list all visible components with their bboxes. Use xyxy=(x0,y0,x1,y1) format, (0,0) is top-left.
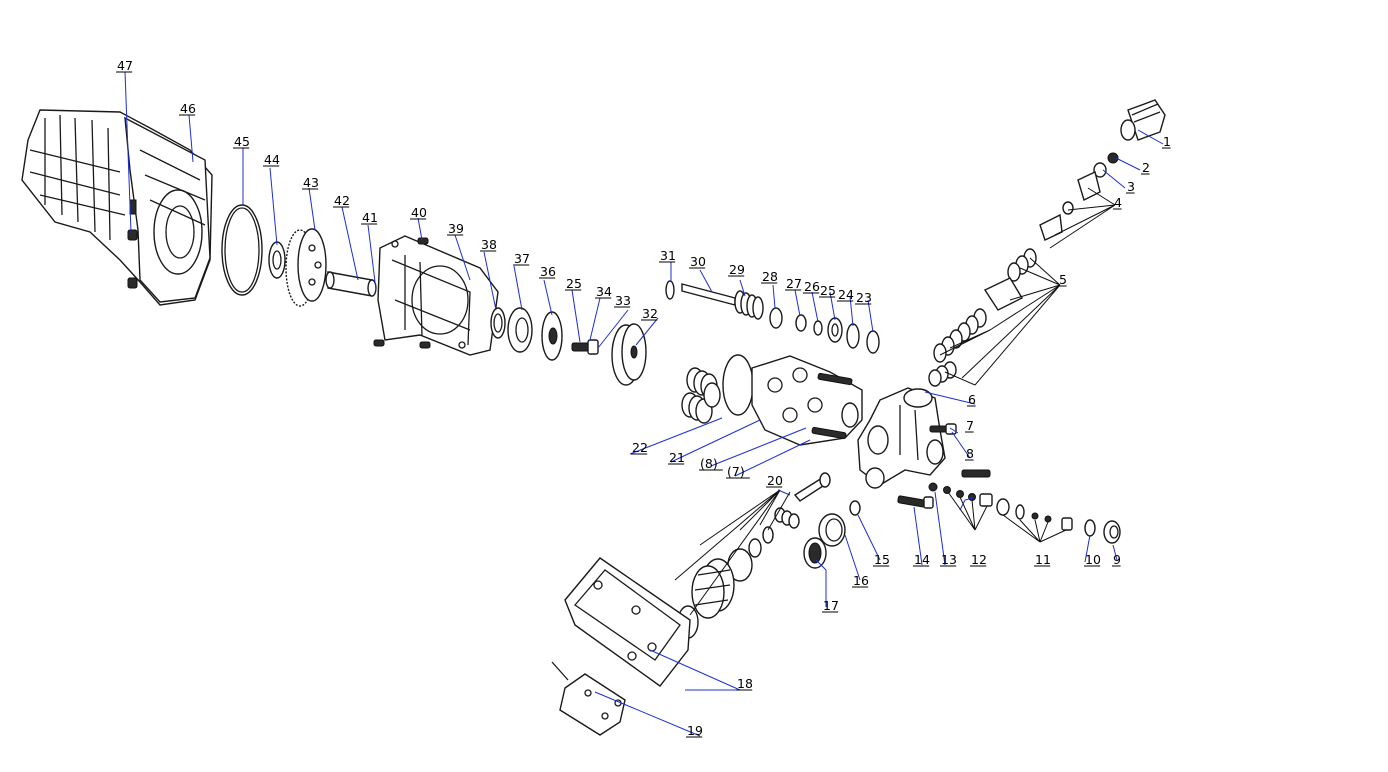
gear-housing-39 xyxy=(373,235,499,356)
part-label-p17: 17 xyxy=(823,598,839,613)
part-label-p9: 9 xyxy=(1113,552,1121,567)
gear-43 xyxy=(285,228,327,307)
check-valve-11 xyxy=(996,498,1073,531)
seal-2 xyxy=(1107,152,1119,164)
part-label-p26: 26 xyxy=(804,279,820,294)
part-label-p25a: 25 xyxy=(820,283,836,298)
switch-housing-18 xyxy=(564,557,691,687)
ring-13 xyxy=(928,482,938,492)
inlet-fitting-16 xyxy=(818,513,846,547)
bearing-44 xyxy=(268,241,286,279)
circlip-31 xyxy=(665,280,675,300)
part-label-p8b: (8) xyxy=(700,456,718,471)
part-label-p47: 47 xyxy=(117,58,133,73)
leader-lines xyxy=(124,71,1164,737)
cylinder-block xyxy=(751,355,863,446)
bolt-34 xyxy=(571,339,599,355)
ring-27 xyxy=(795,314,807,332)
part-number-labels: 1234567891011121314151617181920212223242… xyxy=(116,58,1171,738)
check-valve-12 xyxy=(943,486,993,507)
part-label-p29: 29 xyxy=(729,262,745,277)
part-label-p11: 11 xyxy=(1035,552,1051,567)
part-label-p46: 46 xyxy=(180,101,196,116)
bearing-37 xyxy=(507,307,533,353)
part-label-p27: 27 xyxy=(786,276,802,291)
bypass-valve-20 xyxy=(727,472,831,582)
part-label-p36: 36 xyxy=(540,264,556,279)
part-label-p3: 3 xyxy=(1127,179,1135,194)
part-label-p20: 20 xyxy=(767,473,783,488)
part-label-p21: 21 xyxy=(669,450,685,465)
part-label-p16: 16 xyxy=(853,573,869,588)
plug-9 xyxy=(1103,520,1121,544)
manifold-6 xyxy=(857,387,946,489)
plate-36 xyxy=(541,311,563,361)
part-label-p8: 8 xyxy=(966,446,974,461)
part-label-p7b: (7) xyxy=(727,464,745,479)
swash-plate-32 xyxy=(611,323,647,386)
valve-seat-4 xyxy=(1039,171,1101,241)
part-label-p2: 2 xyxy=(1142,160,1150,175)
screw-upper xyxy=(961,469,991,478)
o-ring-10 xyxy=(1084,519,1096,537)
part-label-p4: 4 xyxy=(1114,195,1122,210)
part-label-p41: 41 xyxy=(362,210,378,225)
part-label-p28: 28 xyxy=(762,269,778,284)
part-label-p13: 13 xyxy=(941,552,957,567)
gasket-21 xyxy=(722,354,754,416)
part-label-p30: 30 xyxy=(690,254,706,269)
shaft-42 xyxy=(325,271,377,297)
microswitch-19 xyxy=(551,661,626,736)
part-label-p1: 1 xyxy=(1163,134,1171,149)
part-label-p40: 40 xyxy=(411,205,427,220)
part-label-p19: 19 xyxy=(687,723,703,738)
part-label-p18: 18 xyxy=(737,676,753,691)
part-label-p10: 10 xyxy=(1085,552,1101,567)
part-label-p37: 37 xyxy=(514,251,530,266)
o-ring-15 xyxy=(849,500,861,516)
part-label-p5: 5 xyxy=(1059,272,1067,287)
motor-assembly xyxy=(21,109,213,306)
ring-38 xyxy=(490,307,506,339)
ring-26 xyxy=(813,320,823,336)
part-label-p23: 23 xyxy=(856,290,872,305)
outlet-fitting-1 xyxy=(1120,99,1166,141)
seal-28 xyxy=(769,307,783,329)
o-ring-24 xyxy=(846,323,860,349)
part-label-p6: 6 xyxy=(968,392,976,407)
part-label-p7: 7 xyxy=(966,418,974,433)
part-label-p25b: 25 xyxy=(566,276,582,291)
part-label-p14: 14 xyxy=(914,552,930,567)
part-label-p33: 33 xyxy=(615,293,631,308)
valve-stack-5 xyxy=(928,248,1037,387)
piston-30 xyxy=(681,283,736,306)
part-label-p15: 15 xyxy=(874,552,890,567)
piston-springs-22 xyxy=(681,367,721,424)
part-label-p24: 24 xyxy=(838,287,854,302)
bolt-14 xyxy=(897,495,934,509)
part-label-p44: 44 xyxy=(264,152,280,167)
part-label-p31: 31 xyxy=(660,248,676,263)
filter-17 xyxy=(803,537,827,569)
part-label-p38: 38 xyxy=(481,237,497,252)
part-label-p22: 22 xyxy=(632,440,648,455)
o-ring-45 xyxy=(221,204,263,296)
spring-29 xyxy=(734,290,764,320)
part-label-p32: 32 xyxy=(642,306,658,321)
part-label-p43: 43 xyxy=(303,175,319,190)
part-label-p39: 39 xyxy=(448,221,464,236)
part-label-p34: 34 xyxy=(596,284,612,299)
o-ring-3 xyxy=(1093,162,1107,178)
part-label-p45: 45 xyxy=(234,134,250,149)
part-label-p42: 42 xyxy=(334,193,350,208)
seal-23 xyxy=(866,330,880,354)
part-label-p12: 12 xyxy=(971,552,987,567)
retainer-25 xyxy=(827,317,843,343)
